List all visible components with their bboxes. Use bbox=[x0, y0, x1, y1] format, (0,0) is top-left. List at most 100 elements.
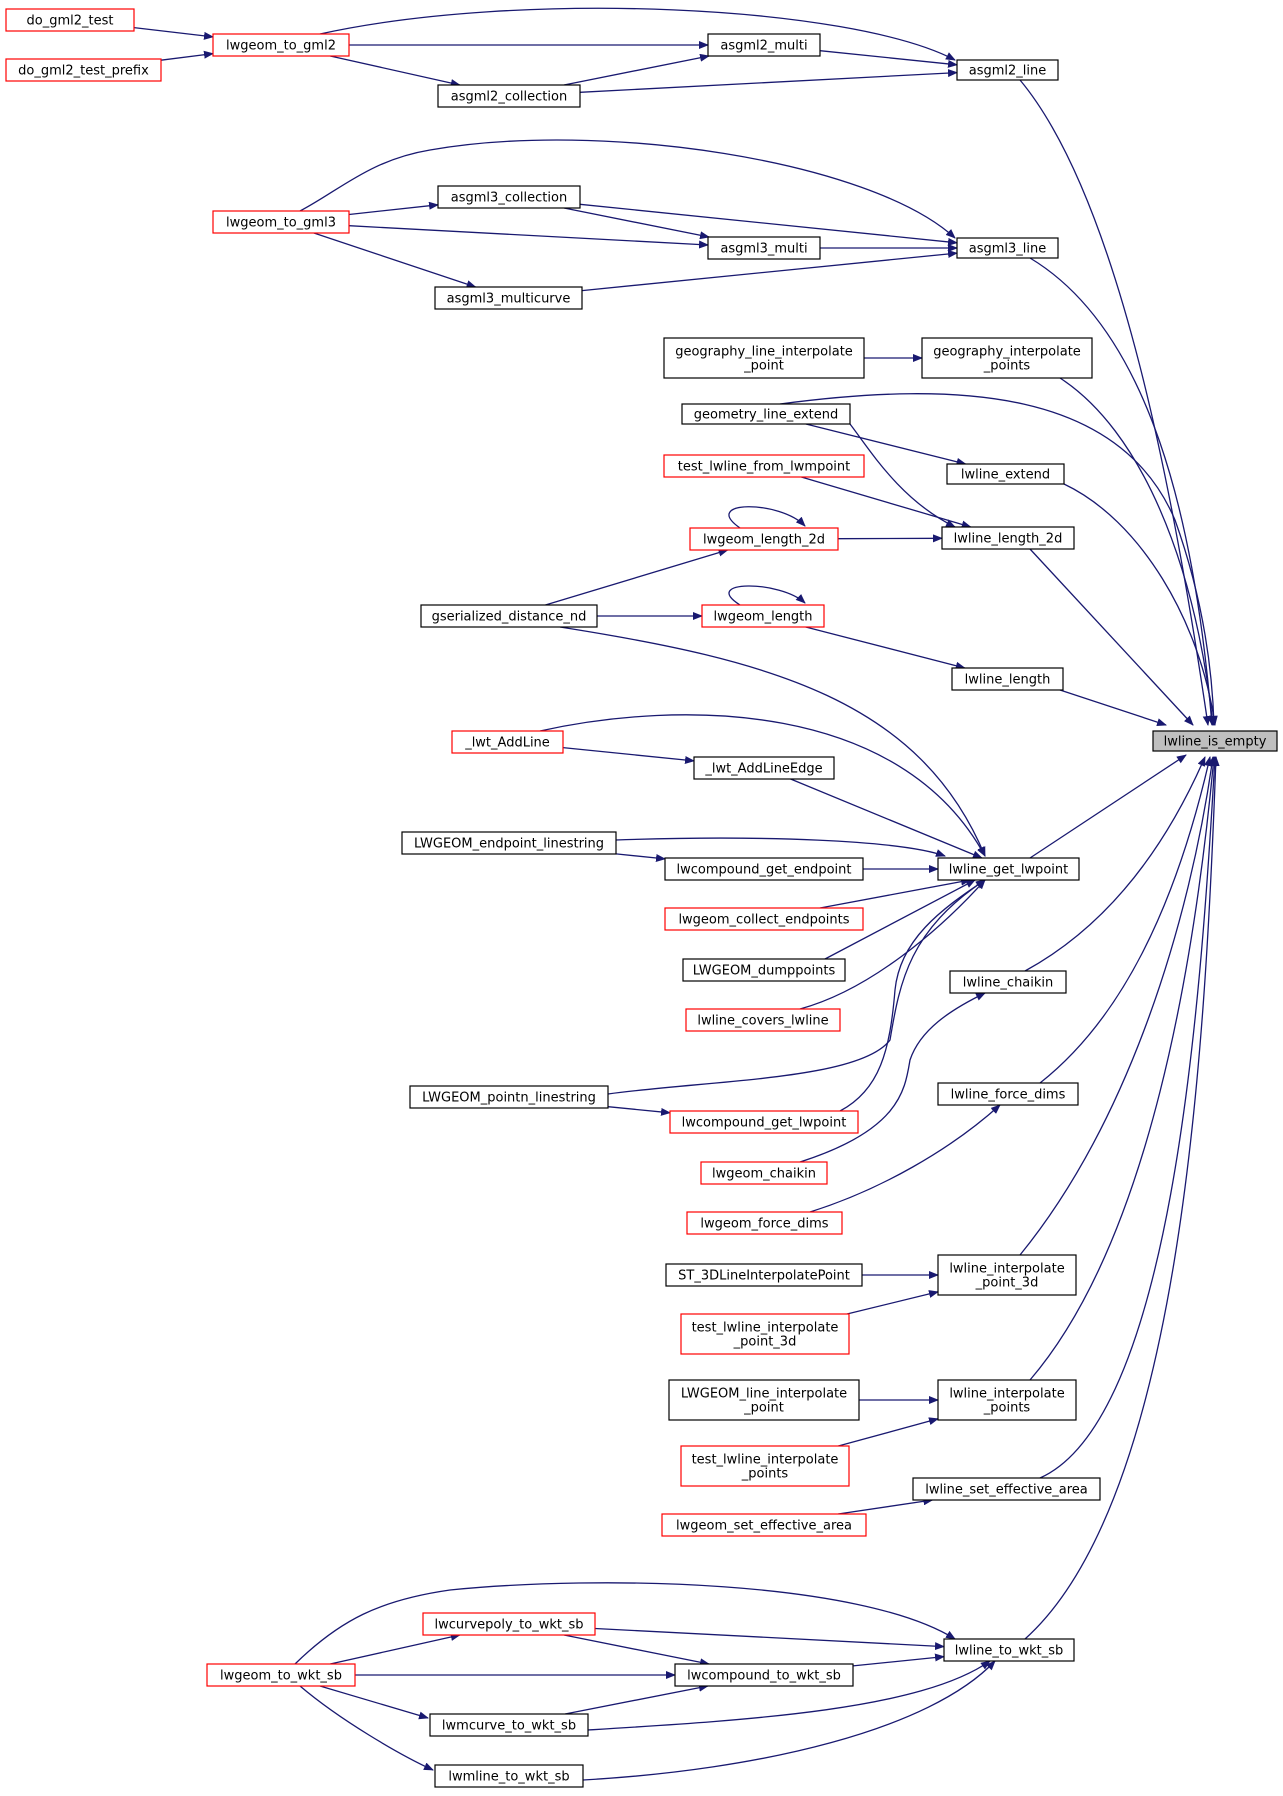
node-do_gml2_test_prefix[interactable]: do_gml2_test_prefix bbox=[5, 58, 162, 82]
node-box[interactable] bbox=[956, 59, 1059, 81]
node-box[interactable] bbox=[937, 1379, 1077, 1421]
node-box[interactable] bbox=[686, 1211, 843, 1235]
node-gserialized_distance_nd[interactable]: gserialized_distance_nd bbox=[420, 604, 598, 628]
node-asgml2_line[interactable]: asgml2_line bbox=[956, 59, 1059, 81]
node-box[interactable] bbox=[700, 1161, 828, 1185]
node-lwline_set_effective_area[interactable]: lwline_set_effective_area bbox=[912, 1477, 1101, 1501]
node-lwline_length_2d[interactable]: lwline_length_2d bbox=[941, 526, 1075, 550]
node-box[interactable] bbox=[921, 337, 1093, 379]
node-lwcompound_get_endpoint[interactable]: lwcompound_get_endpoint bbox=[664, 857, 864, 881]
node-box[interactable] bbox=[5, 58, 162, 82]
node-_lwt_AddLine[interactable]: _lwt_AddLine bbox=[451, 730, 564, 754]
node-box[interactable] bbox=[680, 1313, 850, 1355]
node-lwgeom_to_gml3[interactable]: lwgeom_to_gml3 bbox=[212, 210, 350, 234]
node-box[interactable] bbox=[693, 756, 835, 780]
node-test_lwline_interpolate_points[interactable]: test_lwline_interpolate_points bbox=[680, 1445, 850, 1487]
node-lwmcurve_to_wkt_sb[interactable]: lwmcurve_to_wkt_sb bbox=[429, 1713, 589, 1737]
node-lwgeom_set_effective_area[interactable]: lwgeom_set_effective_area bbox=[661, 1513, 867, 1537]
node-box[interactable] bbox=[669, 1110, 859, 1134]
node-box[interactable] bbox=[212, 33, 350, 57]
node-box[interactable] bbox=[5, 8, 135, 32]
node-box[interactable] bbox=[451, 730, 564, 754]
node-box[interactable] bbox=[665, 1263, 863, 1287]
node-box[interactable] bbox=[682, 958, 846, 982]
node-asgml3_multi[interactable]: asgml3_multi bbox=[707, 236, 821, 260]
node-_lwt_AddLineEdge[interactable]: _lwt_AddLineEdge bbox=[693, 756, 835, 780]
node-lwline_interpolate_point_3d[interactable]: lwline_interpolate_point_3d bbox=[937, 1254, 1077, 1296]
node-asgml3_line[interactable]: asgml3_line bbox=[956, 237, 1059, 259]
node-lwline_chaikin[interactable]: lwline_chaikin bbox=[949, 970, 1067, 994]
node-geometry_line_extend[interactable]: geometry_line_extend bbox=[681, 403, 851, 425]
node-box[interactable] bbox=[951, 667, 1064, 691]
node-box[interactable] bbox=[422, 1612, 596, 1636]
node-lwline_covers_lwline[interactable]: lwline_covers_lwline bbox=[685, 1008, 841, 1032]
node-box[interactable] bbox=[409, 1085, 609, 1109]
node-lwgeom_chaikin[interactable]: lwgeom_chaikin bbox=[700, 1161, 828, 1185]
node-lwmline_to_wkt_sb[interactable]: lwmline_to_wkt_sb bbox=[434, 1764, 584, 1788]
node-box[interactable] bbox=[912, 1477, 1101, 1501]
node-geography_line_interpolate_point[interactable]: geography_line_interpolate_point bbox=[663, 337, 865, 379]
node-LWGEOM_pointn_linestring[interactable]: LWGEOM_pointn_linestring bbox=[409, 1085, 609, 1109]
node-box[interactable] bbox=[663, 337, 865, 379]
node-geography_interpolate_points[interactable]: geography_interpolate_points bbox=[921, 337, 1093, 379]
node-lwgeom_length_2d[interactable]: lwgeom_length_2d bbox=[689, 527, 839, 551]
node-box[interactable] bbox=[937, 1254, 1077, 1296]
node-box[interactable] bbox=[437, 185, 581, 209]
node-box[interactable] bbox=[707, 33, 821, 57]
node-asgml2_collection[interactable]: asgml2_collection bbox=[437, 84, 581, 108]
node-do_gml2_test[interactable]: do_gml2_test bbox=[5, 8, 135, 32]
node-box[interactable] bbox=[680, 1445, 850, 1487]
node-box[interactable] bbox=[401, 831, 617, 855]
node-box[interactable] bbox=[937, 1082, 1079, 1106]
node-box[interactable] bbox=[434, 286, 583, 310]
node-LWGEOM_endpoint_linestring[interactable]: LWGEOM_endpoint_linestring bbox=[401, 831, 617, 855]
node-box[interactable] bbox=[1152, 730, 1278, 752]
node-box[interactable] bbox=[941, 526, 1075, 550]
node-asgml3_collection[interactable]: asgml3_collection bbox=[437, 185, 581, 209]
node-asgml3_multicurve[interactable]: asgml3_multicurve bbox=[434, 286, 583, 310]
node-lwcompound_to_wkt_sb[interactable]: lwcompound_to_wkt_sb bbox=[674, 1663, 854, 1687]
node-asgml2_multi[interactable]: asgml2_multi bbox=[707, 33, 821, 57]
node-lwgeom_force_dims[interactable]: lwgeom_force_dims bbox=[686, 1211, 843, 1235]
node-lwline_length[interactable]: lwline_length bbox=[951, 667, 1064, 691]
node-box[interactable] bbox=[707, 236, 821, 260]
node-box[interactable] bbox=[663, 454, 865, 478]
node-box[interactable] bbox=[681, 403, 851, 425]
node-box[interactable] bbox=[674, 1663, 854, 1687]
node-lwline_get_lwpoint[interactable]: lwline_get_lwpoint bbox=[937, 857, 1080, 881]
node-lwgeom_to_gml2[interactable]: lwgeom_to_gml2 bbox=[212, 33, 350, 57]
node-box[interactable] bbox=[420, 604, 598, 628]
node-box[interactable] bbox=[664, 907, 864, 931]
node-lwline_is_empty[interactable]: lwline_is_empty bbox=[1152, 730, 1278, 752]
node-box[interactable] bbox=[701, 604, 825, 628]
node-box[interactable] bbox=[946, 463, 1065, 485]
node-box[interactable] bbox=[437, 84, 581, 108]
node-LWGEOM_dumppoints[interactable]: LWGEOM_dumppoints bbox=[682, 958, 846, 982]
node-lwgeom_length[interactable]: lwgeom_length bbox=[701, 604, 825, 628]
node-test_lwline_interpolate_point_3d[interactable]: test_lwline_interpolate_point_3d bbox=[680, 1313, 850, 1355]
node-test_lwline_from_lwmpoint[interactable]: test_lwline_from_lwmpoint bbox=[663, 454, 865, 478]
node-LWGEOM_line_interpolate_point[interactable]: LWGEOM_line_interpolate_point bbox=[668, 1379, 860, 1421]
node-box[interactable] bbox=[689, 527, 839, 551]
node-box[interactable] bbox=[937, 857, 1080, 881]
node-lwline_force_dims[interactable]: lwline_force_dims bbox=[937, 1082, 1079, 1106]
node-lwgeom_to_wkt_sb[interactable]: lwgeom_to_wkt_sb bbox=[206, 1663, 356, 1687]
node-box[interactable] bbox=[668, 1379, 860, 1421]
node-lwcompound_get_lwpoint[interactable]: lwcompound_get_lwpoint bbox=[669, 1110, 859, 1134]
node-box[interactable] bbox=[212, 210, 350, 234]
node-lwline_interpolate_points[interactable]: lwline_interpolate_points bbox=[937, 1379, 1077, 1421]
node-lwline_to_wkt_sb[interactable]: lwline_to_wkt_sb bbox=[943, 1638, 1075, 1662]
node-box[interactable] bbox=[956, 237, 1059, 259]
node-ST_3DLineInterpolatePoint[interactable]: ST_3DLineInterpolatePoint bbox=[665, 1263, 863, 1287]
node-box[interactable] bbox=[206, 1663, 356, 1687]
node-box[interactable] bbox=[429, 1713, 589, 1737]
node-lwline_extend[interactable]: lwline_extend bbox=[946, 463, 1065, 485]
node-lwcurvepoly_to_wkt_sb[interactable]: lwcurvepoly_to_wkt_sb bbox=[422, 1612, 596, 1636]
node-box[interactable] bbox=[664, 857, 864, 881]
node-box[interactable] bbox=[685, 1008, 841, 1032]
node-lwgeom_collect_endpoints[interactable]: lwgeom_collect_endpoints bbox=[664, 907, 864, 931]
node-box[interactable] bbox=[661, 1513, 867, 1537]
node-box[interactable] bbox=[943, 1638, 1075, 1662]
node-box[interactable] bbox=[434, 1764, 584, 1788]
node-box[interactable] bbox=[949, 970, 1067, 994]
